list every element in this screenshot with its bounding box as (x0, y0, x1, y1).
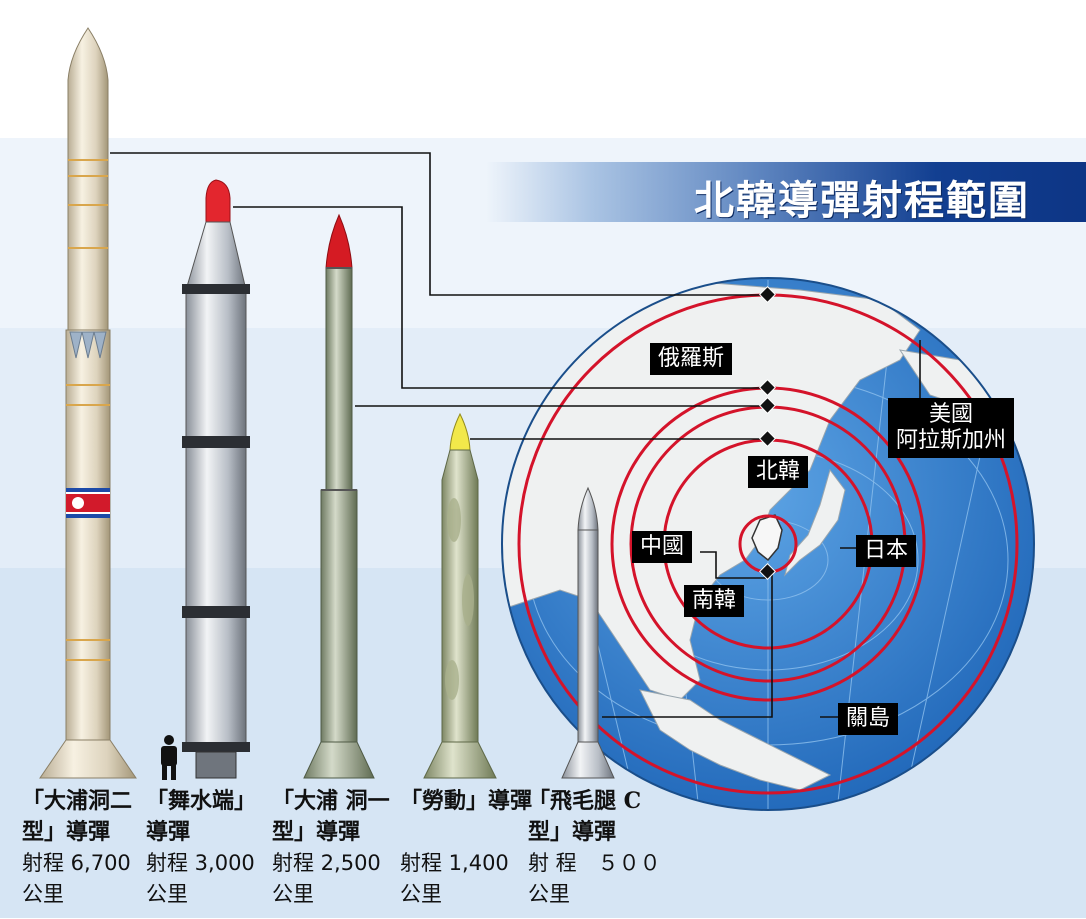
label-alaska: 美國 阿拉斯加州 (888, 398, 1015, 458)
caption-range: 射程 1,400 (400, 851, 509, 875)
caption-taepodong-1: 「大浦 洞一 型」導彈 射程 2,500 公里 (272, 786, 390, 910)
caption-name-line1: 「舞水端」 (146, 788, 257, 814)
caption-unit: 公里 (22, 882, 64, 906)
caption-range: 射程 6,700 (22, 851, 131, 875)
label-japan: 日本 (856, 535, 917, 567)
missile-musudan (182, 179, 250, 779)
caption-name-line1: 「勞動」導彈 (400, 788, 533, 814)
caption-name-line2 (400, 817, 532, 848)
label-south-korea: 南韓 (684, 585, 745, 617)
missile-nodong (423, 412, 497, 779)
label-russia: 俄羅斯 (650, 343, 733, 375)
flag-icon (66, 488, 110, 518)
caption-scud-c: 「飛毛腿 C 型」導彈 射 程 ５００ 公里 (528, 786, 661, 910)
label-guam: 關島 (838, 703, 899, 735)
person-scale-icon (161, 735, 177, 780)
caption-name-line2: 導彈 (146, 819, 191, 845)
caption-range: 射程 3,000 (146, 851, 255, 875)
caption-unit: 公里 (146, 882, 188, 906)
caption-name-line1: 「大浦洞二 (22, 788, 133, 814)
label-north-korea: 北韓 (748, 456, 809, 488)
caption-unit: 公里 (400, 882, 442, 906)
caption-name-line2: 型」導彈 (22, 819, 111, 845)
title-bar: 北韓導彈射程範圍 (486, 162, 1086, 224)
label-china: 中國 (632, 531, 693, 563)
page-title: 北韓導彈射程範圍 (694, 178, 1030, 224)
ring-markers (759, 286, 776, 580)
caption-unit: 公里 (272, 882, 314, 906)
caption-name-line2: 型」導彈 (528, 819, 617, 845)
caption-musudan: 「舞水端」 導彈 射程 3,000 公里 (146, 786, 256, 910)
connector-lines (110, 152, 921, 718)
missile-taepodong-1 (303, 213, 375, 779)
missile-scud-c (561, 486, 615, 779)
label-alaska-line1: 美國 (929, 402, 974, 427)
caption-unit: 公里 (528, 882, 570, 906)
caption-name-line1: 「飛毛腿 C (528, 788, 642, 814)
caption-name-line1: 「大浦 洞一 (272, 788, 390, 814)
caption-name-line2: 型」導彈 (272, 819, 361, 845)
missile-taepodong-2 (39, 27, 137, 779)
caption-taepodong-2: 「大浦洞二 型」導彈 射程 6,700 公里 (22, 786, 132, 910)
caption-nodong: 「勞動」導彈 射程 1,400 公里 (400, 786, 532, 910)
label-alaska-line2: 阿拉斯加州 (896, 428, 1007, 453)
caption-range: 射程 2,500 (272, 851, 381, 875)
land-japan (784, 468, 846, 577)
caption-range: 射 程 ５００ (528, 851, 661, 875)
